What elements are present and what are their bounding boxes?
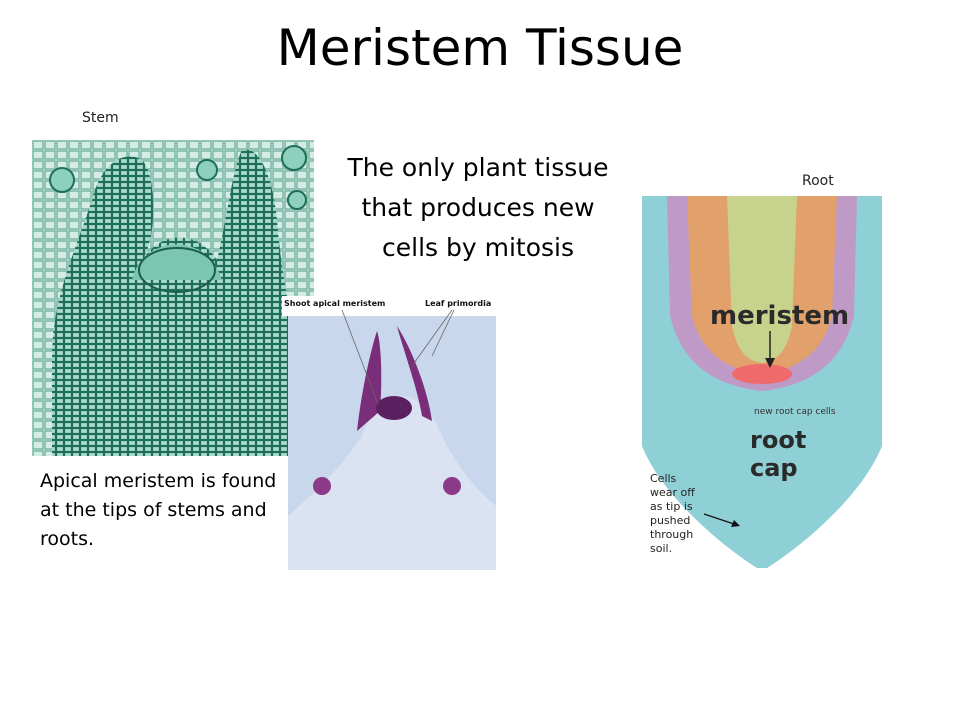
label-cells-line2: wear off <box>650 486 695 499</box>
label-root-cap-line2: cap <box>750 454 798 482</box>
root-diagram: meristem new root cap cells root cap Cel… <box>642 196 882 568</box>
main-statement: The only plant tissue that produces new … <box>347 153 609 262</box>
label-shoot-apical-meristem: Shoot apical meristem <box>284 299 385 308</box>
label-leaf-primordia: Leaf primordia <box>425 299 491 308</box>
label-cells-line1: Cells <box>650 472 677 485</box>
root-label: Root <box>802 173 834 189</box>
slide-title: Meristem Tissue <box>276 19 684 77</box>
label-root-cap-line1: root <box>750 426 806 454</box>
label-cells-line3: as tip is <box>650 500 693 513</box>
apical-meristem-caption: Apical meristem is found at the tips of … <box>40 470 277 550</box>
stem-micrograph <box>32 140 314 456</box>
label-meristem: meristem <box>710 301 849 331</box>
label-cells-line6: soil. <box>650 542 672 555</box>
label-cells-line4: pushed <box>650 514 690 527</box>
stem-label: Stem <box>82 110 119 126</box>
shoot-apical-micrograph: Shoot apical meristem Leaf primordia <box>282 296 512 570</box>
label-cells-line5: through <box>650 528 693 541</box>
label-new-root-cap-cells: new root cap cells <box>754 407 836 417</box>
